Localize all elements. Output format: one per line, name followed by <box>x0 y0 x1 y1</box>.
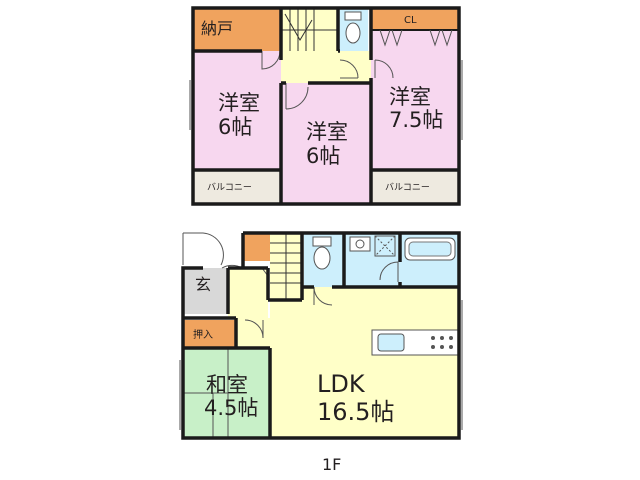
balcony-right-label: バルコニー <box>385 182 430 193</box>
ldk-name: LDK <box>317 370 366 398</box>
closet-doors <box>371 29 459 47</box>
washer-icon <box>374 235 396 257</box>
balcony-left-label: バルコニー <box>207 182 252 193</box>
closet-label: CL <box>404 15 417 26</box>
washitsu-size: 4.5帖 <box>204 396 258 420</box>
room-center-2f <box>281 83 371 203</box>
ldk-upper <box>300 287 459 307</box>
windows-2f <box>189 60 463 140</box>
sink-icon <box>349 236 371 252</box>
hall-strip <box>235 318 270 348</box>
ldk-size: 16.5帖 <box>317 398 394 426</box>
room-left-2f <box>193 51 281 170</box>
door-swings-2f <box>261 50 394 110</box>
closet-area <box>371 8 459 30</box>
tatami-lines <box>183 348 229 438</box>
room-left-size: 6帖 <box>218 115 252 139</box>
washitsu-name: 和室 <box>206 373 248 397</box>
balcony-left <box>193 170 281 204</box>
room-center-size: 6帖 <box>306 144 340 168</box>
room-center-name: 洋室 <box>306 120 348 144</box>
storage-1f <box>243 233 270 261</box>
toilet-icon <box>344 11 362 44</box>
entrance-label: 玄 <box>195 275 211 294</box>
stair-treads-1f <box>270 233 302 300</box>
walls-2f <box>191 6 461 206</box>
kitchen-counter <box>371 329 460 356</box>
entrance <box>183 268 228 314</box>
storage-label: 納戸 <box>201 19 233 38</box>
balcony-right <box>371 170 459 204</box>
toilet-icon-1f <box>312 236 332 270</box>
oshiire-area <box>183 320 235 348</box>
room-right-name: 洋室 <box>389 85 431 109</box>
floor-label: 1F <box>322 455 341 474</box>
room-left-name: 洋室 <box>218 91 260 115</box>
floor-2: 納戸 CL 洋室 6帖 洋室 6帖 洋室 7.5帖 バルコニー バルコニー <box>189 6 463 206</box>
oshiire-label: 押入 <box>193 328 213 341</box>
ldk-area <box>270 300 459 438</box>
floor-1: 玄 押入 和室 4.5帖 LDK 16.5帖 <box>179 231 463 440</box>
storage-room <box>193 8 281 51</box>
windows-1f <box>179 300 463 430</box>
bathtub-icon <box>404 237 456 261</box>
walls-1f <box>181 231 461 440</box>
hall-1f <box>228 268 268 318</box>
stair-treads-2f <box>281 8 338 51</box>
room-right-2f <box>371 30 459 170</box>
room-right-size: 7.5帖 <box>389 108 443 132</box>
